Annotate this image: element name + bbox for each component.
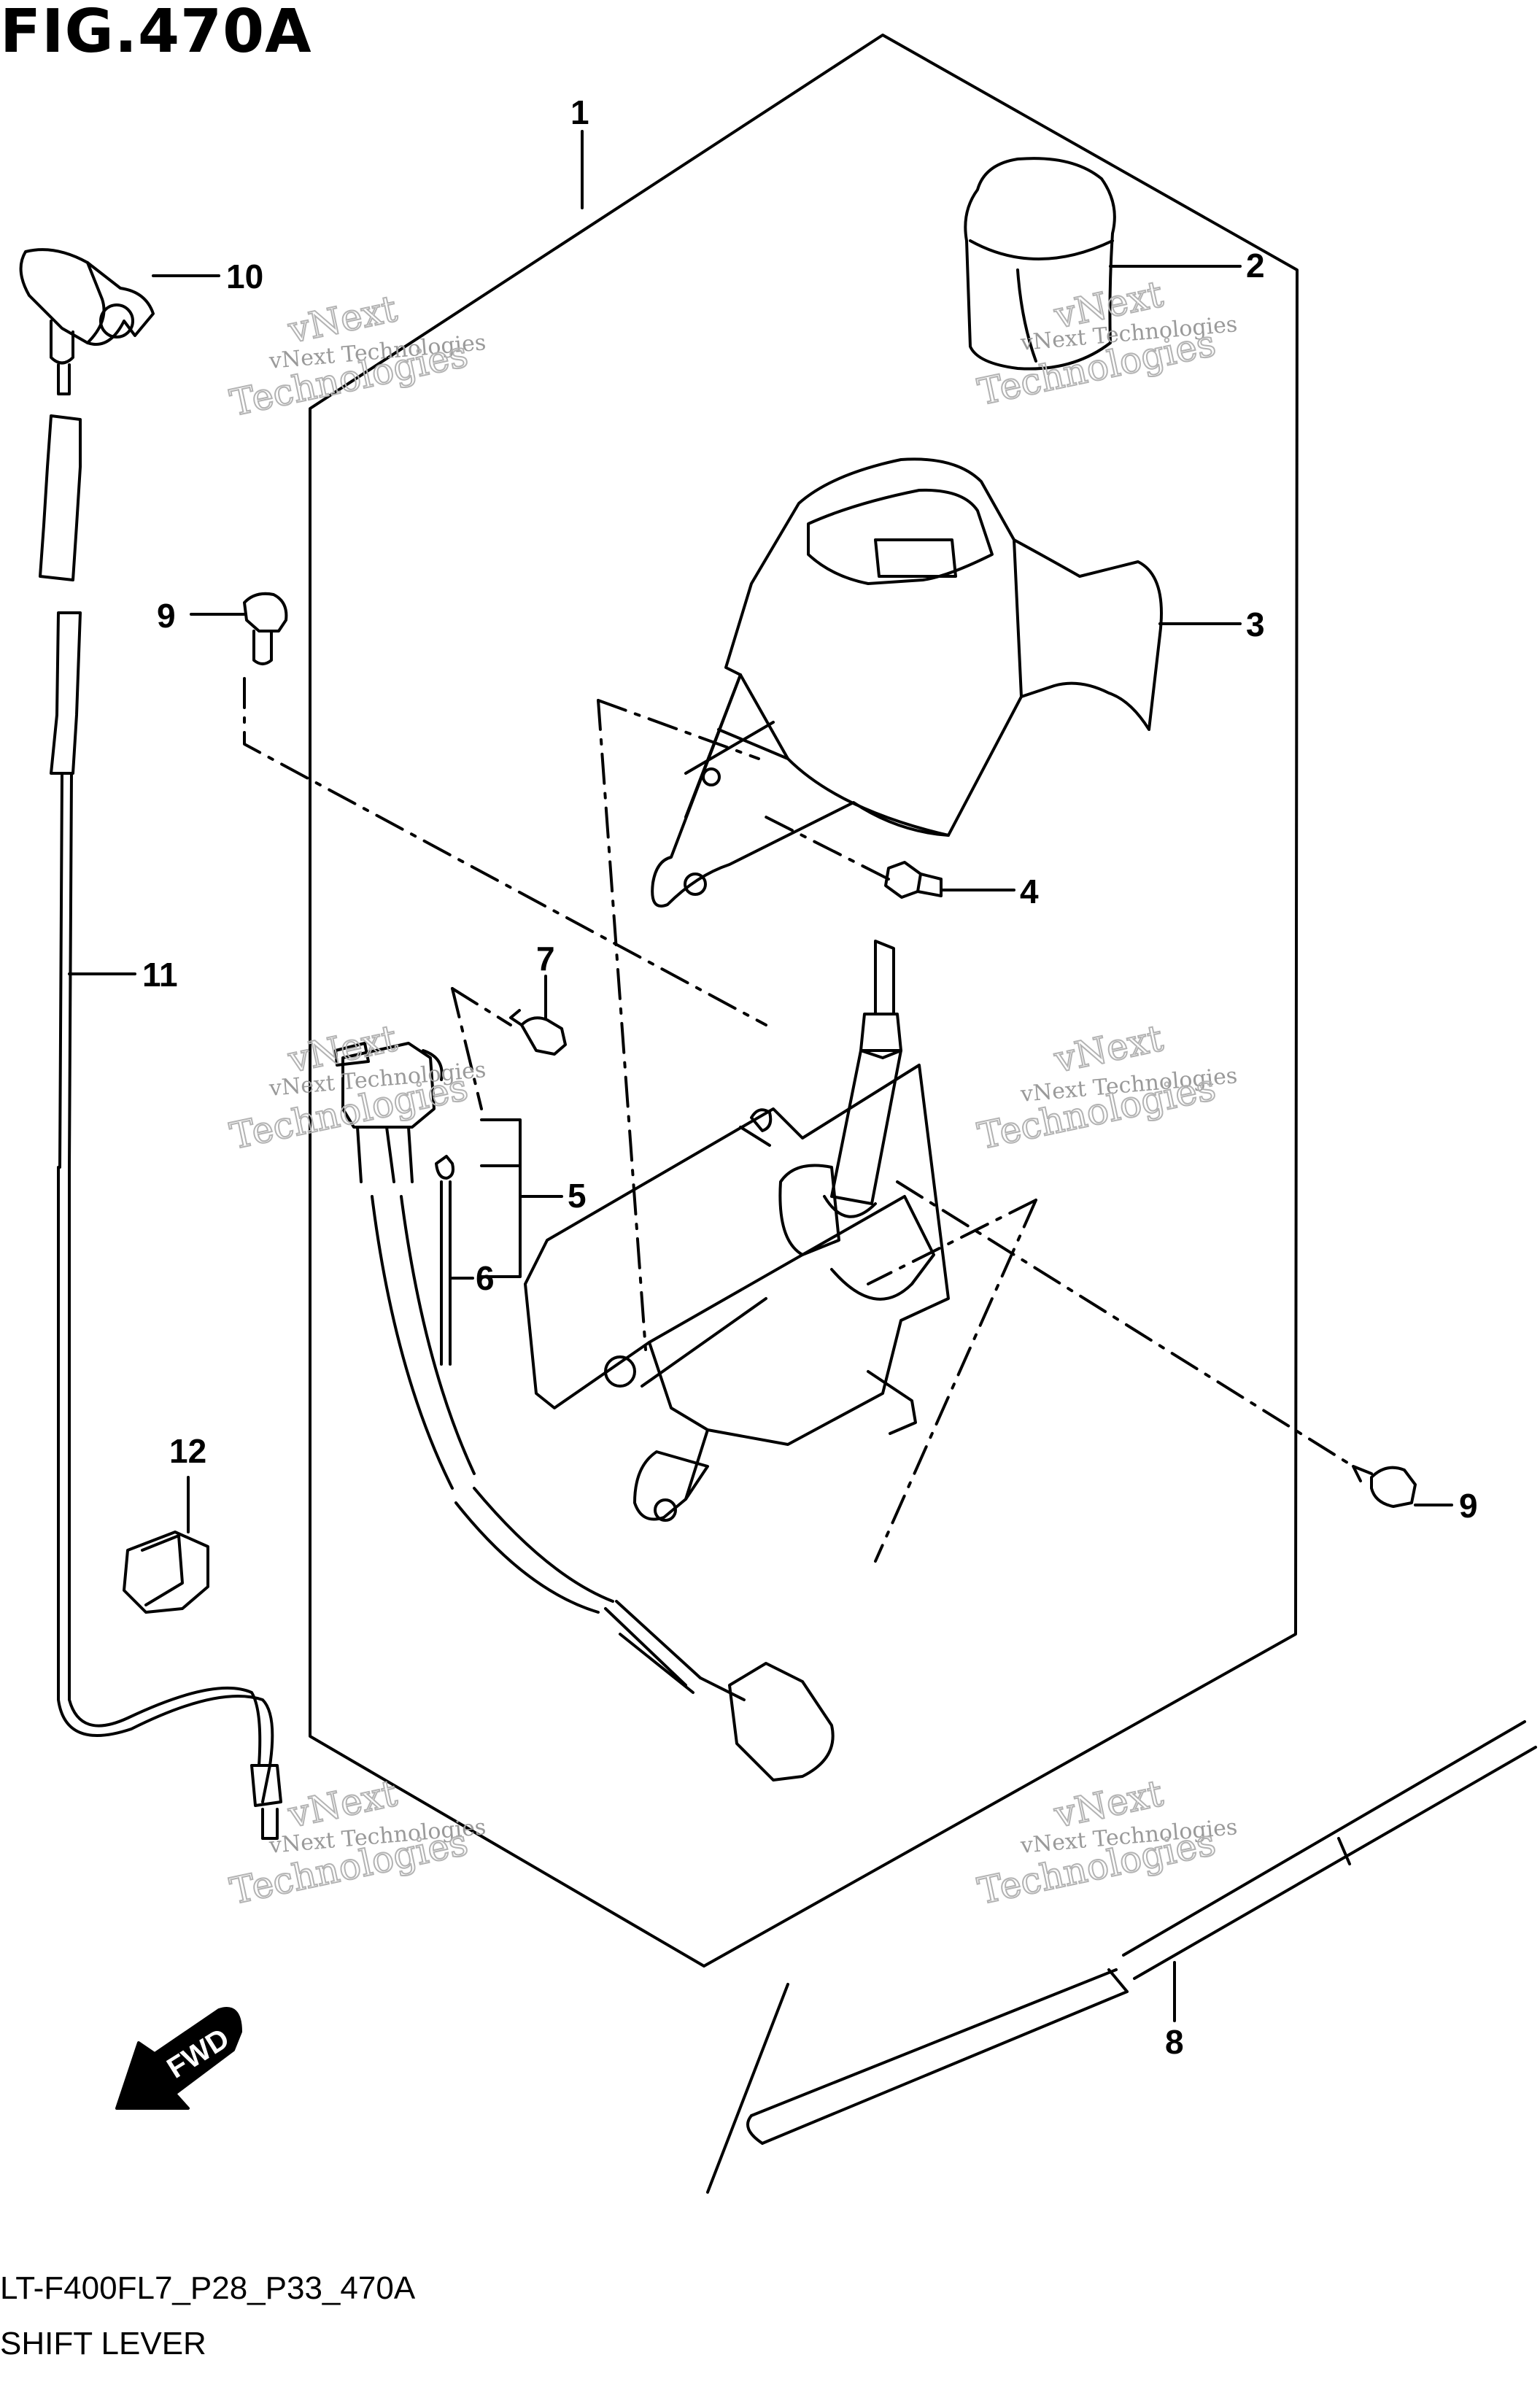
shift-knob-part [964, 157, 1116, 371]
shift-cover-part [651, 457, 1163, 908]
assembly-frame [309, 34, 1299, 1968]
bolt-9-left-part [243, 592, 288, 665]
figure-code: LT-F400FL7_P28_P33_470A [0, 2270, 416, 2306]
callout-3: 3 [1246, 606, 1265, 643]
shift-lever-part [524, 940, 950, 1522]
watermark-top-left: vNext Technologies vNext Technologies [225, 287, 487, 425]
figure-title: FIG.470A [0, 0, 312, 66]
callout-8: 8 [1165, 2023, 1184, 2061]
callout-4: 4 [1020, 873, 1039, 910]
bolt-9-right-part [1352, 1465, 1417, 1508]
watermark-mid-right: vNext Technologies vNext Technologies [973, 1016, 1238, 1158]
bolt-7-part [509, 1009, 567, 1056]
callout-9-left: 9 [157, 597, 176, 635]
fwd-arrow [115, 2007, 242, 2110]
bolt-4-part [884, 861, 943, 899]
callout-6: 6 [476, 1259, 495, 1297]
meter-cable-part [39, 414, 282, 1840]
callout-11: 11 [142, 956, 178, 994]
figure-name: SHIFT LEVER [0, 2326, 206, 2361]
callout-1: 1 [570, 93, 589, 131]
callout-10: 10 [226, 258, 263, 295]
callout-5: 5 [568, 1177, 587, 1215]
watermark-top-right: vNext Technologies vNext Technologies [973, 272, 1238, 414]
callout-7: 7 [536, 940, 555, 978]
shift-switch-part [334, 1042, 835, 1781]
shift-rod-part [746, 1720, 1537, 2145]
callout-2: 2 [1246, 247, 1265, 285]
meter-assembly-part [19, 248, 155, 395]
callout-9-right: 9 [1459, 1487, 1478, 1525]
cable-tie-part [435, 1155, 454, 1366]
callout-12: 12 [169, 1432, 206, 1470]
clip-part [123, 1531, 209, 1614]
